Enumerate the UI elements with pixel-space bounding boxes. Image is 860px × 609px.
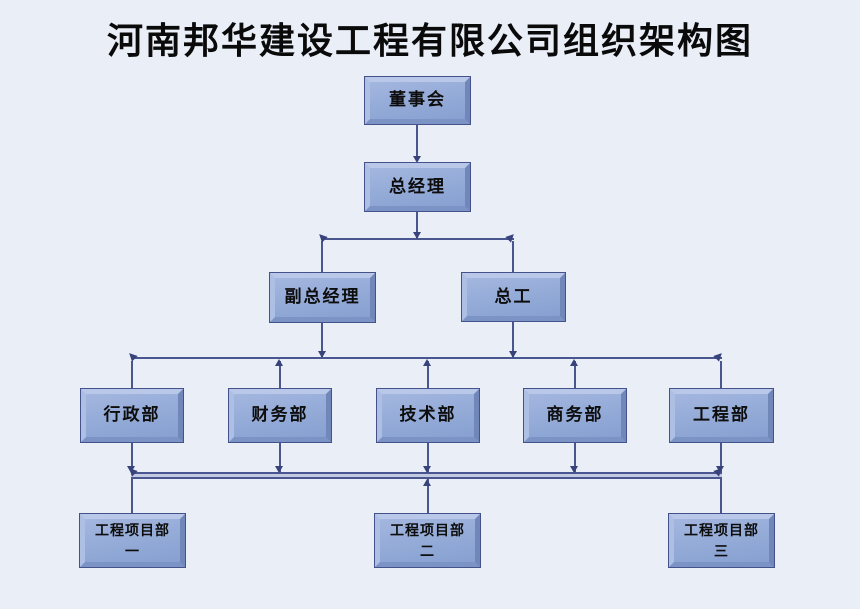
node-general-manager: 总经理 (364, 162, 471, 212)
connector-tech-bus3 (427, 442, 429, 473)
node-label: 副总经理 (284, 287, 361, 307)
arrow-up-icon (275, 359, 283, 366)
arrow-corner-icon (126, 350, 138, 362)
node-tech-dept: 技术部 (376, 388, 480, 443)
connector-admin-bus3 (131, 442, 133, 473)
connector-engineering-bus3 (720, 442, 722, 473)
connector-bus2-commerce (574, 361, 576, 389)
node-label: 技术部 (399, 405, 457, 425)
node-board: 董事会 (364, 76, 471, 125)
connector-gm-bus1 (416, 212, 418, 238)
connector-bus2-admin (131, 361, 133, 389)
connector-bus1-dgm (321, 241, 323, 273)
connector-bus2-finance (279, 361, 281, 389)
connector-finance-bus3 (279, 442, 281, 473)
arrow-corner-icon (505, 231, 517, 243)
node-project-dept-1: 工程项目部 一 (79, 513, 186, 568)
node-label: 工程部 (693, 405, 750, 425)
node-label: 董事会 (389, 90, 446, 110)
node-commerce-dept: 商务部 (523, 388, 627, 443)
connector-bus2-tech (427, 361, 429, 389)
connector-bus-level4 (131, 357, 722, 359)
chart-title: 河南邦华建设工程有限公司组织架构图 (106, 20, 753, 61)
connector-bus3-project2 (427, 478, 429, 514)
arrow-down-icon (127, 466, 135, 473)
node-deputy-general-manager: 副总经理 (269, 272, 376, 323)
node-engineering-dept: 工程部 (669, 388, 774, 443)
arrow-up-icon (423, 479, 431, 486)
node-label: 商务部 (546, 405, 604, 425)
arrow-down-icon (423, 466, 431, 473)
connector-dgm-bus2 (321, 323, 323, 358)
connector-bus-level3 (321, 238, 514, 240)
arrow-down-icon (570, 466, 578, 473)
node-label-line2: 一 (125, 542, 140, 559)
node-label-line2: 二 (420, 542, 435, 559)
arrow-down-icon (413, 232, 421, 239)
node-label-line2: 三 (714, 542, 729, 559)
connector-board-gm (416, 124, 418, 157)
connector-bus3-project1 (131, 478, 133, 514)
node-label: 工程项目部 (95, 522, 170, 539)
arrow-down-icon (413, 156, 421, 163)
arrow-up-icon (570, 359, 578, 366)
node-finance-dept: 财务部 (228, 388, 332, 443)
node-label: 行政部 (103, 405, 161, 425)
arrow-corner-icon (316, 231, 328, 243)
connector-chief-engineer-bus2 (512, 322, 514, 358)
connector-bus3-project3 (720, 478, 722, 514)
connector-bus1-chief-engineer (512, 241, 514, 273)
node-chief-engineer: 总工 (461, 272, 566, 322)
node-label: 工程项目部 (390, 522, 465, 539)
arrow-corner-icon (713, 350, 725, 362)
connector-commerce-bus3 (574, 442, 576, 473)
arrow-down-icon (716, 466, 724, 473)
node-label: 总经理 (389, 176, 446, 196)
arrow-down-icon (318, 351, 326, 358)
node-label: 财务部 (251, 405, 309, 425)
connector-bus2-engineering (720, 361, 722, 389)
node-project-dept-3: 工程项目部 三 (668, 513, 775, 568)
node-label: 工程项目部 (684, 522, 759, 539)
node-admin-dept: 行政部 (80, 388, 184, 443)
node-project-dept-2: 工程项目部 二 (374, 513, 481, 568)
arrow-up-icon (423, 359, 431, 366)
arrow-down-icon (509, 351, 517, 358)
arrow-down-icon (275, 466, 283, 473)
node-label: 总工 (494, 286, 533, 306)
connector-bus-level5 (131, 472, 722, 479)
